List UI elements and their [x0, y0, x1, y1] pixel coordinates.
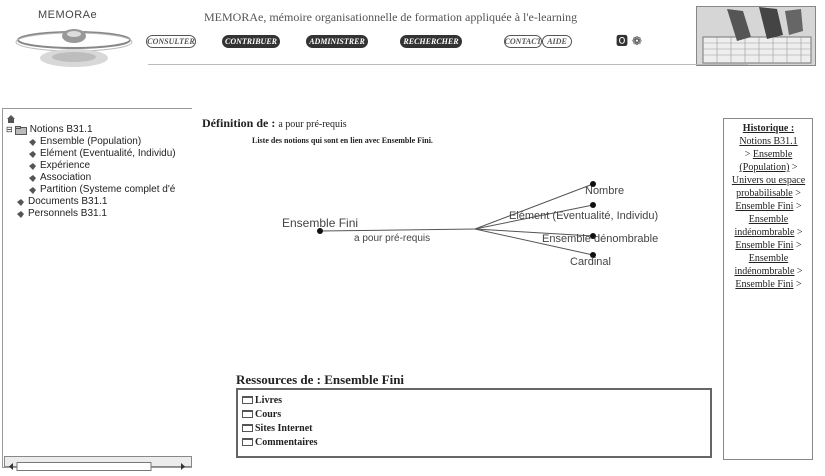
concept-pin-icon [17, 198, 24, 206]
tree-item-label: Ensemble (Population) [40, 136, 142, 147]
tree-item-personnels[interactable]: Personnels B31.1 [6, 208, 194, 220]
resources-list: Livres Cours Sites Internet Commentaires [242, 394, 318, 450]
tree-item-child[interactable]: Ensemble (Population) [6, 136, 194, 148]
notions-tree: ⊟ Notions B31.1 Ensemble (Population) El… [6, 114, 194, 220]
resource-item[interactable]: Sites Internet [242, 422, 318, 436]
folder-icon [242, 410, 253, 418]
nav-contact-button[interactable]: CONTACT [504, 35, 542, 48]
logo-text: MEMORAe [38, 9, 98, 21]
home-row[interactable] [6, 114, 194, 124]
graph-target-label[interactable]: Elément (Eventualité, Individu) [509, 210, 658, 222]
tree-item-label: Personnels B31.1 [28, 208, 107, 219]
graph-target-label[interactable]: Ensemble dénombrable [542, 233, 658, 245]
concept-pin-icon [29, 162, 36, 170]
scroll-thumb[interactable] [16, 462, 152, 471]
history-link[interactable]: Ensemble Fini [735, 201, 794, 212]
tree-item-child[interactable]: Partition (Systeme complet d'é [6, 184, 194, 196]
resource-label: Livres [255, 395, 283, 406]
tree-item-label: Partition (Systeme complet d'é [40, 184, 176, 195]
history-title: Historique : [742, 123, 795, 134]
history-link[interactable]: Notions B31.1 [739, 136, 798, 147]
graph-node-target[interactable] [590, 202, 596, 208]
resources-box [236, 388, 712, 458]
graph-edge-label: a pour pré-requis [354, 233, 430, 244]
graph-node-target[interactable] [590, 181, 596, 187]
folder-icon [242, 424, 253, 432]
resources-heading: Ressources de : Ensemble Fini [236, 372, 405, 387]
memorae-logo [15, 29, 133, 67]
tree-item-label: Association [40, 172, 92, 183]
scroll-right-icon[interactable] [181, 463, 185, 470]
resource-label: Commentaires [255, 437, 318, 448]
tree-horizontal-scrollbar[interactable] [4, 456, 192, 471]
home-icon[interactable] [6, 114, 16, 124]
nav-consulter-button[interactable]: CONSULTER [146, 35, 196, 48]
definition-subtitle: Liste des notions qui sont en lien avec … [252, 136, 433, 145]
tree-item-label: Elément (Eventualité, Individu) [40, 148, 176, 159]
definition-heading: Définition de : a pour pré-requis [202, 116, 347, 131]
language-icons[interactable]: 🅾 ❁ [616, 34, 642, 48]
app-title: MEMORAe, mémoire organisationnelle de fo… [204, 10, 578, 24]
graph-node-source[interactable] [317, 228, 323, 234]
definition-relation: a pour pré-requis [278, 119, 347, 130]
history-link[interactable]: Ensemble (Population) [739, 149, 793, 173]
folder-icon [242, 438, 253, 446]
folder-icon [14, 125, 27, 135]
concept-pin-icon [29, 186, 36, 194]
concept-pin-icon [29, 150, 36, 158]
history-link[interactable]: Ensemble Fini [735, 279, 794, 290]
folder-icon [242, 396, 253, 404]
concept-pin-icon [29, 138, 36, 146]
header: MEMORAe MEMORAe, mémoire organisationnel… [0, 0, 825, 78]
graph-target-label[interactable]: Cardinal [570, 256, 611, 268]
resource-item[interactable]: Commentaires [242, 436, 318, 450]
graph-target-label[interactable]: Nombre [585, 185, 624, 197]
graph-node-target[interactable] [590, 252, 596, 258]
tree-item-label: Documents B31.1 [28, 196, 108, 207]
graph-source-label[interactable]: Ensemble Fini [282, 216, 358, 230]
scroll-left-icon[interactable] [9, 463, 13, 470]
nav-rechercher-button[interactable]: RECHERCHER [400, 35, 462, 48]
keyboard-hands-photo [696, 6, 816, 66]
history-link[interactable]: Ensemble indénombrable [734, 253, 795, 277]
history-link[interactable]: Ensemble indénombrable [734, 214, 795, 238]
history-list: Historique : Notions B31.1 > Ensemble (P… [726, 122, 811, 291]
tree-panel [2, 108, 192, 468]
definition-label: Définition de : [202, 116, 276, 130]
resource-item[interactable]: Livres [242, 394, 318, 408]
history-panel [723, 118, 813, 460]
graph-node-target[interactable] [590, 233, 596, 239]
tree-item-child[interactable]: Elément (Eventualité, Individu) [6, 148, 194, 160]
header-divider [148, 64, 748, 65]
history-link[interactable]: Ensemble Fini [735, 240, 794, 251]
tree-item-notions[interactable]: ⊟ Notions B31.1 [6, 124, 194, 136]
nav-administrer-button[interactable]: ADMINISTRER [306, 35, 368, 48]
tree-item-documents[interactable]: Documents B31.1 [6, 196, 194, 208]
concept-pin-icon [17, 210, 24, 218]
resource-label: Sites Internet [255, 423, 313, 434]
tree-item-child[interactable]: Expérience [6, 160, 194, 172]
resource-label: Cours [255, 409, 282, 420]
history-link[interactable]: Univers ou espace probabilisable [731, 175, 806, 199]
resource-item[interactable]: Cours [242, 408, 318, 422]
tree-item-label: Expérience [40, 160, 91, 171]
concept-pin-icon [29, 174, 36, 182]
nav-contribuer-button[interactable]: CONTRIBUER [222, 35, 280, 48]
relation-graph: Ensemble Fini a pour pré-requis Nombre E… [282, 181, 658, 268]
nav-aide-button[interactable]: AIDE [542, 35, 572, 48]
collapse-icon[interactable]: ⊟ [6, 125, 13, 134]
tree-item-child[interactable]: Association [6, 172, 194, 184]
tree-item-label: Notions B31.1 [29, 124, 93, 135]
